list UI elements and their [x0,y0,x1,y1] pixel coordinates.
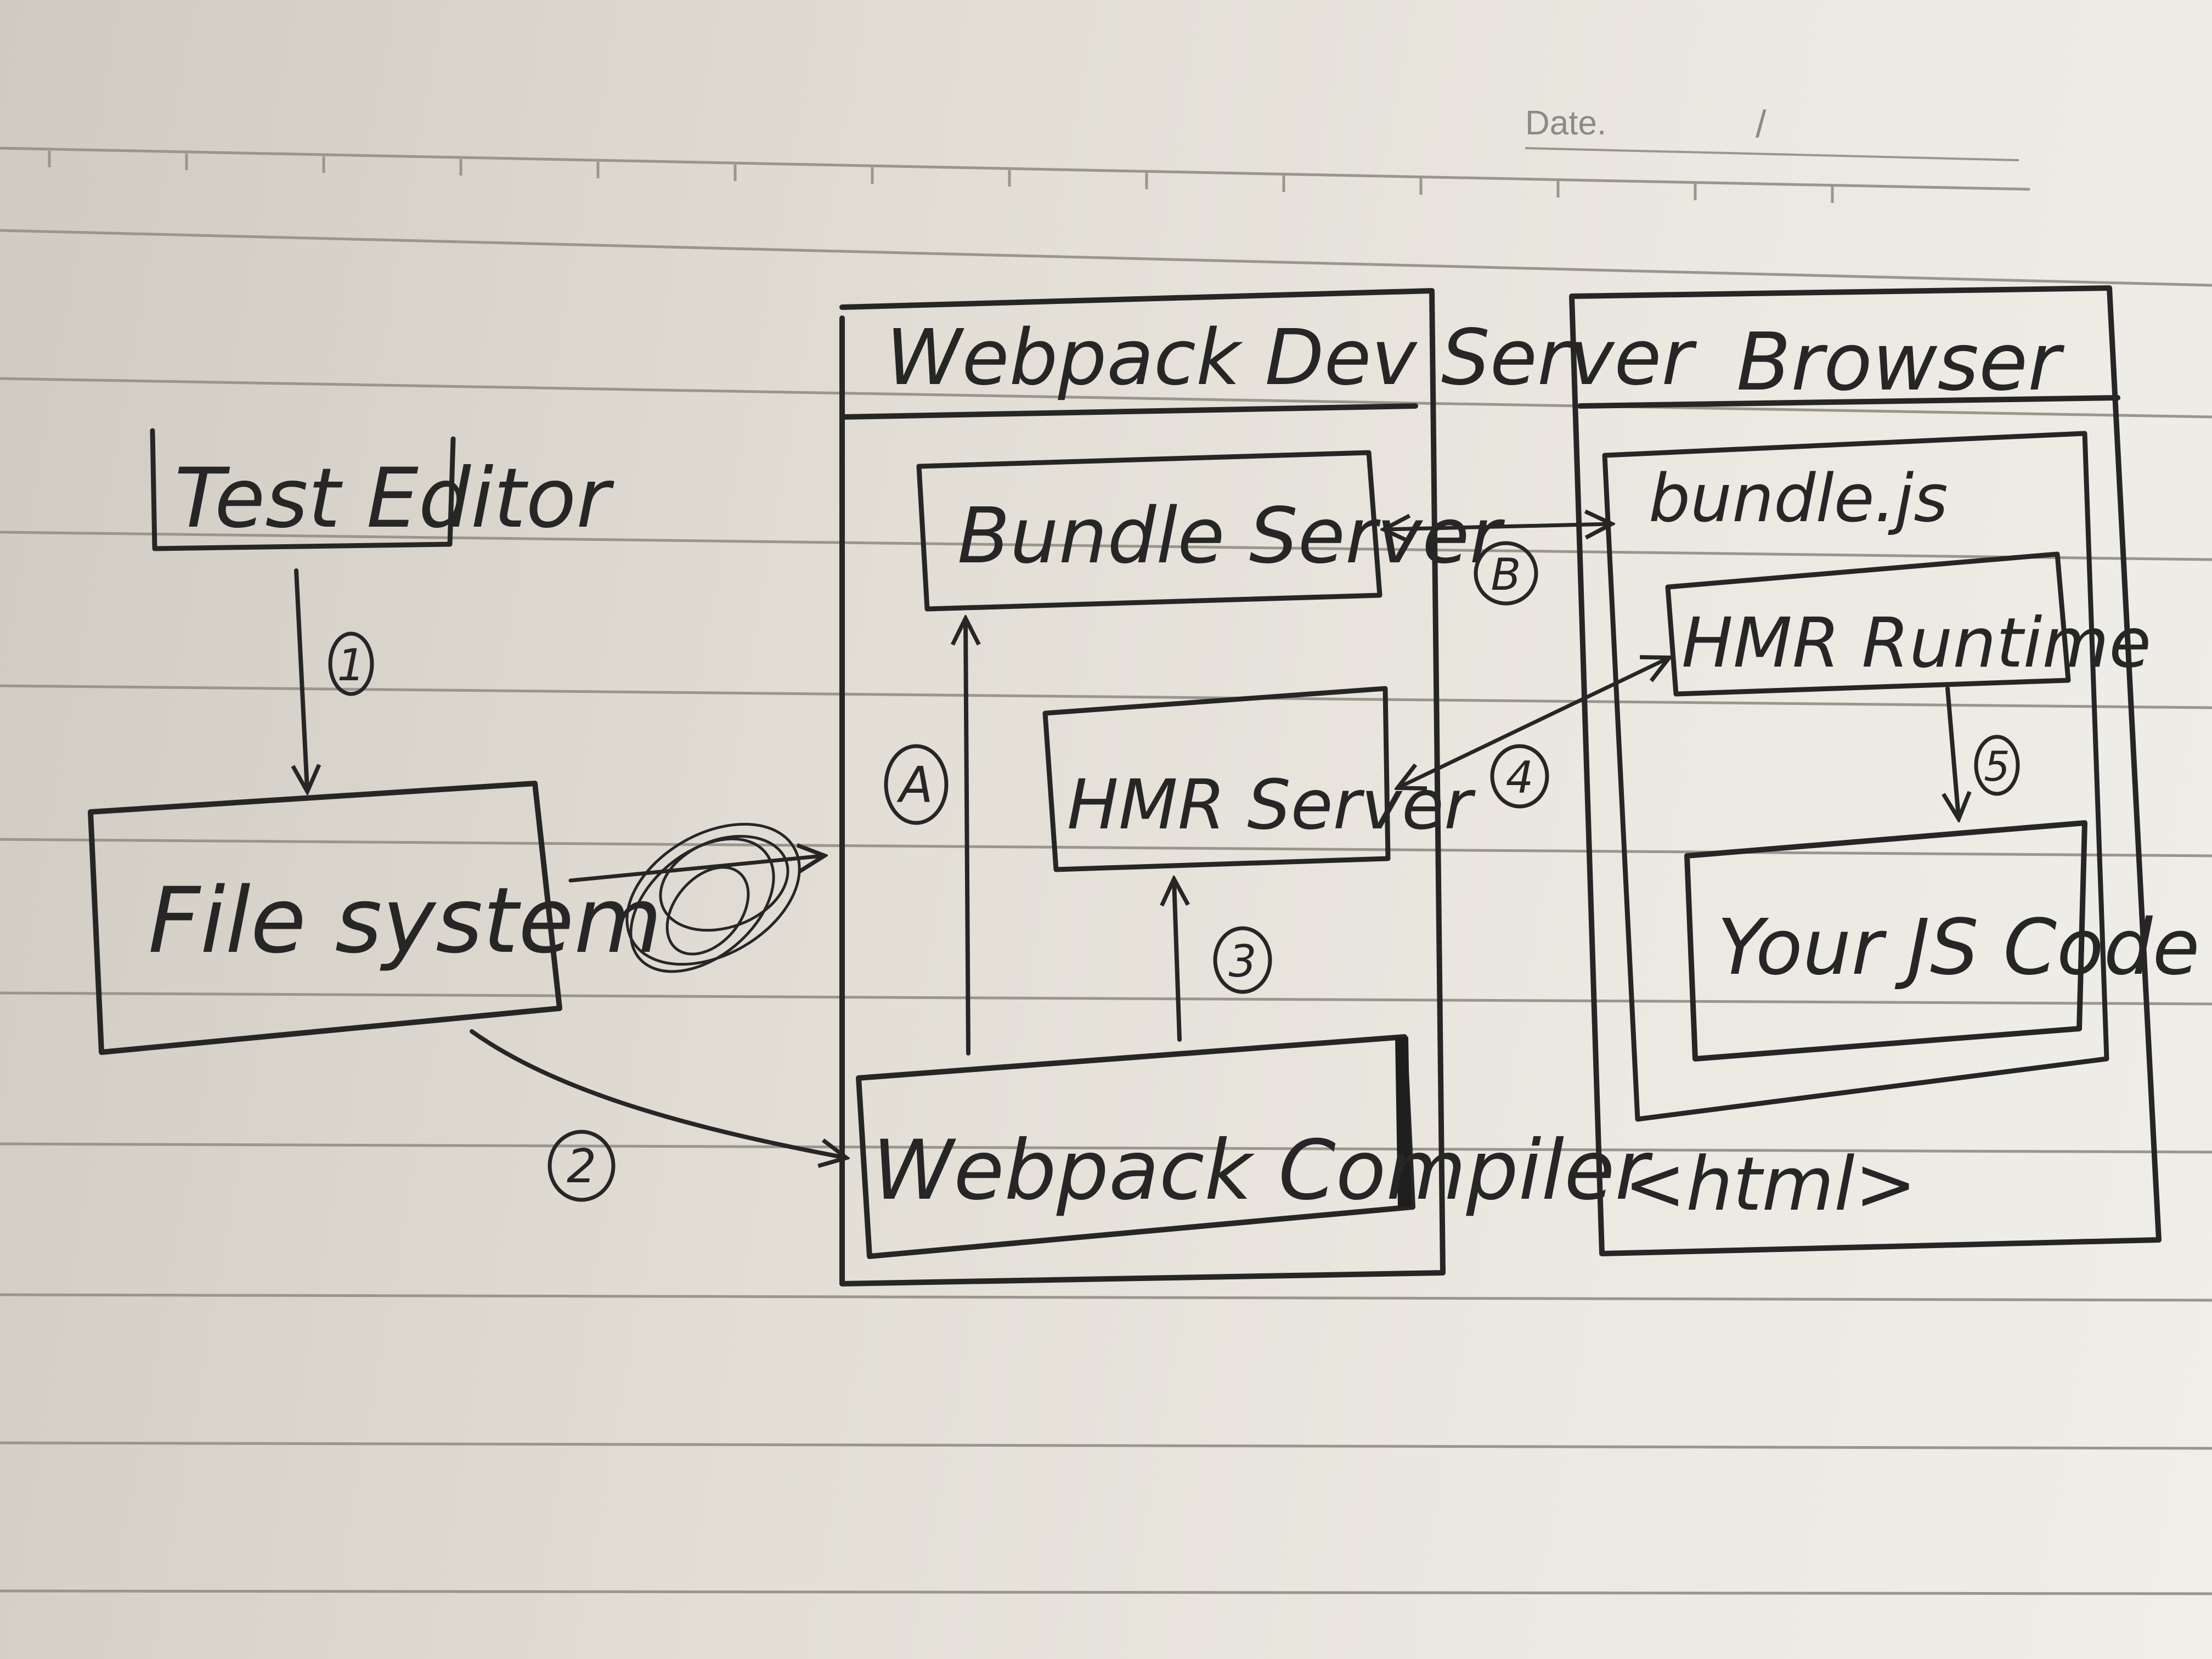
html-tag-label: <html> [1624,1141,1917,1227]
file-system-label: File system [148,868,662,973]
bundle-js-label: bundle.js [1649,461,1948,537]
step-5-label: 5 [1984,742,2010,791]
step-1-marker: 1 [328,631,374,696]
dev-server-title: Webpack Dev Server [886,313,1697,403]
hmr-server-box: HMR Server [1042,686,1476,872]
hmr-runtime-label: HMR Runtime [1681,603,2151,683]
step-a-marker: A [884,744,949,825]
bundle-js-box: bundle.js [1602,431,2109,1122]
bundle-server-box: Bundle Server [916,450,1505,612]
hmr-runtime-box: HMR Runtime [1665,551,2151,697]
browser-box: Browser <html> [1569,285,2162,1256]
step-5-marker: 5 [1974,735,2020,796]
ruled-lines [0,146,2212,1595]
your-js-code-box: Your JS Code [1684,820,2200,1062]
date-label: Date. [1525,104,1606,142]
step-a-label: A [896,757,933,814]
step-3-marker: 3 [1213,926,1272,994]
text-editor-label: Test Editor [174,451,614,546]
scribble-mark [568,822,824,973]
ruler-ticks [48,151,1834,203]
step-2-marker: 2 [548,1130,616,1202]
text-editor-box: Test Editor [150,428,614,551]
step-2-label: 2 [567,1139,596,1194]
step-1-label: 1 [337,640,365,691]
date-separator: / [1756,103,1767,145]
file-system-box: File system [88,781,662,1055]
hmr-server-label: HMR Server [1067,765,1476,845]
browser-title: Browser [1736,316,2065,409]
step-b-label: B [1491,549,1521,600]
step-b-marker: B [1474,541,1538,606]
step-3-label: 3 [1229,936,1257,987]
step-4-marker: 4 [1490,744,1549,809]
compiler-box: Webpack Compiler [856,1034,1653,1259]
dev-server-box: Webpack Dev Server [839,288,1697,1286]
step-4-label: 4 [1506,752,1534,803]
bundle-server-label: Bundle Server [957,492,1505,581]
your-js-code-label: Your JS Code [1717,903,2200,992]
compiler-label: Webpack Compiler [872,1123,1653,1218]
